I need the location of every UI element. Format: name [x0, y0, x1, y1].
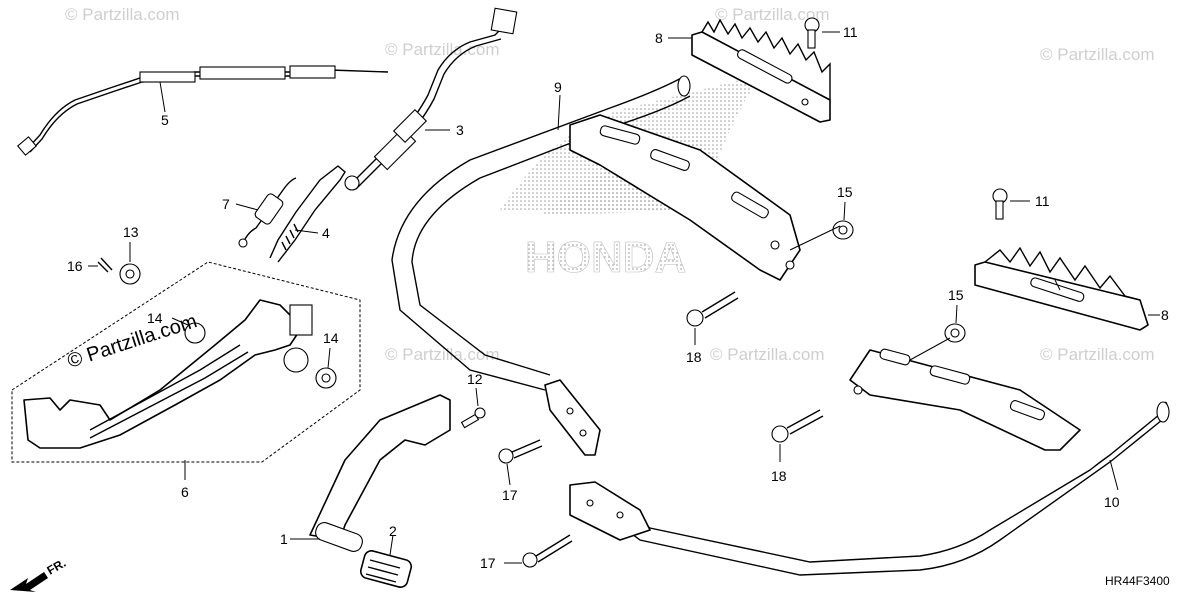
- logo-text: HONDA: [525, 233, 686, 282]
- brake-cable: [17, 65, 389, 156]
- callout-14b: 14: [323, 330, 339, 346]
- callout-15b: 15: [948, 287, 964, 303]
- bolt-17a: [498, 439, 543, 486]
- callout-6: 6: [181, 484, 189, 500]
- callout-16: 16: [67, 258, 83, 274]
- callout-18a: 18: [686, 349, 702, 365]
- callout-5: 5: [161, 112, 169, 128]
- bolt-18a: [686, 291, 739, 345]
- callout-10: 10: [1104, 494, 1120, 510]
- step-plate-upper: [668, 18, 831, 123]
- watermarks: © Partzilla.com © Partzilla.com © Partzi…: [65, 5, 1155, 364]
- spring-small: [235, 177, 297, 248]
- bolt-17b: [504, 534, 573, 568]
- bolt-11b: [992, 188, 1030, 220]
- right-step-frame: [569, 348, 1170, 576]
- watermark-strong: © Partzilla.com: [65, 310, 200, 373]
- brake-pedal: [290, 394, 451, 552]
- callout-8a: 8: [655, 30, 663, 46]
- washer-14b: [315, 347, 337, 389]
- watermark: © Partzilla.com: [1040, 345, 1155, 364]
- brake-pedal-assembly: [11, 261, 361, 480]
- callout-3: 3: [456, 122, 464, 138]
- diagram-code: HR44F3400: [1105, 574, 1170, 588]
- callout-11a: 11: [843, 24, 858, 40]
- step-plate-lower: [974, 246, 1160, 331]
- callout-11b: 11: [1035, 193, 1050, 209]
- nut-15b: [944, 304, 966, 343]
- washer: [119, 242, 141, 285]
- callout-labels: 1 2 3 4 5 6 7 8 8 9 10 11 11 12 13 14 14…: [67, 24, 1169, 571]
- callout-2: 2: [389, 523, 397, 539]
- callout-1: 1: [280, 531, 288, 547]
- watermark: © Partzilla.com: [710, 345, 825, 364]
- callout-4: 4: [322, 225, 330, 241]
- bolt-11a: [804, 17, 840, 49]
- callout-17b: 17: [480, 555, 496, 571]
- watermark: © Partzilla.com: [385, 40, 500, 59]
- callout-8b: 8: [1161, 307, 1169, 323]
- watermark: © Partzilla.com: [1040, 45, 1155, 64]
- front-label: FR.: [45, 556, 69, 578]
- cotter-pin: [88, 257, 113, 273]
- callout-18b: 18: [771, 468, 787, 484]
- nut-15a: [832, 201, 854, 240]
- callout-14a: 14: [147, 310, 163, 326]
- leader-lines: [789, 225, 1061, 361]
- callout-7: 7: [222, 196, 230, 212]
- front-arrow: FR.: [10, 556, 68, 592]
- pedal-rubber: [359, 534, 413, 588]
- callout-15a: 15: [837, 184, 853, 200]
- watermark: © Partzilla.com: [385, 345, 500, 364]
- callout-13: 13: [123, 224, 139, 240]
- spring-long: [269, 165, 346, 263]
- arrow-icon: [10, 572, 48, 592]
- callout-9: 9: [554, 79, 562, 95]
- callout-17a: 17: [502, 487, 518, 503]
- left-step-frame: [391, 75, 801, 456]
- watermark: © Partzilla.com: [65, 5, 180, 24]
- callout-12: 12: [467, 371, 483, 387]
- watermark: © Partzilla.com: [715, 5, 830, 24]
- bolt-12: [460, 387, 486, 429]
- bolt-18b: [771, 409, 824, 462]
- brake-switch: [344, 7, 518, 191]
